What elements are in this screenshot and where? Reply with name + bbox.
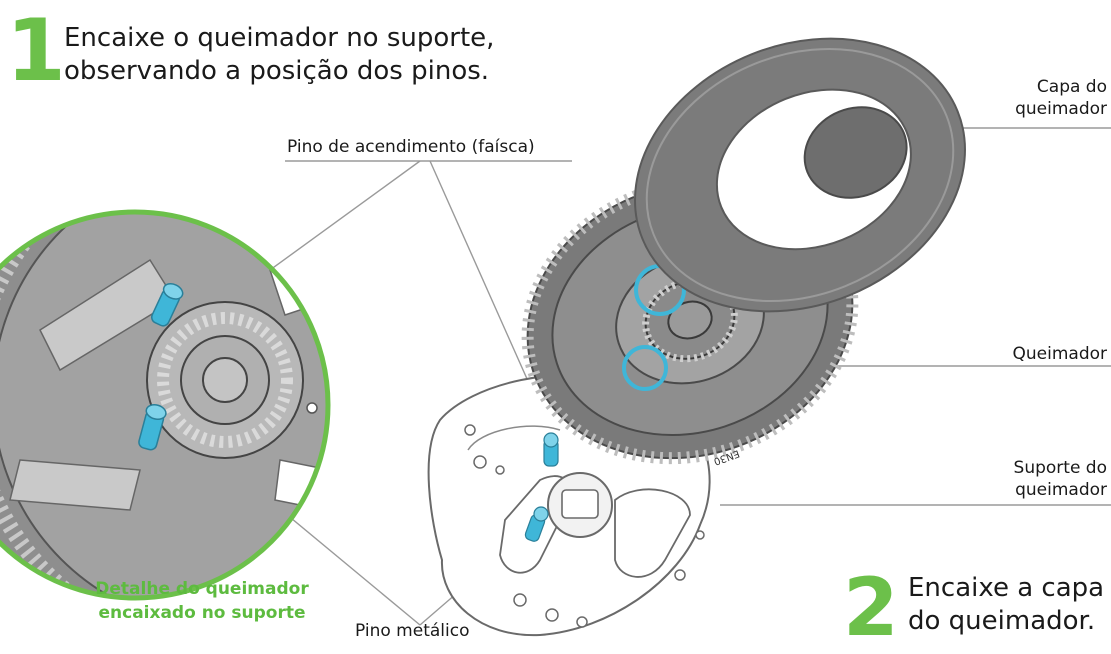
pino-acendimento-plate: [543, 432, 559, 467]
highlight-pino-metalico: [622, 345, 668, 391]
label-pino-metalico: Pino metálico: [355, 621, 470, 641]
label-capa-queimador: Capa do queimador: [1015, 76, 1107, 120]
step-1-number: 1: [6, 1, 66, 101]
step-1-line-1: Encaixe o queimador no suporte,: [64, 23, 495, 53]
step-1-line-2: observando a posição dos pinos.: [64, 55, 490, 86]
pino-metalico-plate: [524, 506, 549, 542]
step-2-line-1: Encaixe a capa: [908, 573, 1105, 603]
detail-caption-line-1: Detalhe do queimador: [95, 579, 309, 599]
label-capa-line-2: queimador: [1015, 99, 1107, 120]
step-2-number: 2: [843, 561, 899, 654]
label-queimador: Queimador: [1012, 344, 1108, 364]
detail-caption: Detalhe do queimador encaixado no suport…: [82, 578, 322, 626]
detail-magnified-view: [0, 209, 331, 601]
label-suporte-queimador: Suporte do queimador: [1014, 457, 1107, 501]
label-suporte-line-1: Suporte do: [1013, 458, 1107, 478]
step-2-line-2: do queimador.: [908, 605, 1096, 636]
label-pino-acendimento: Pino de acendimento (faísca): [287, 137, 535, 157]
label-capa-line-1: Capa do: [1036, 77, 1107, 97]
detail-caption-line-2: encaixado no suporte: [98, 602, 306, 623]
capa-queimador: [634, 37, 966, 313]
step-2-instruction: Encaixe a capa do queimador.: [908, 572, 1104, 637]
label-suporte-line-2: queimador: [1015, 480, 1107, 501]
step-1-instruction: Encaixe o queimador no suporte, observan…: [64, 22, 494, 87]
